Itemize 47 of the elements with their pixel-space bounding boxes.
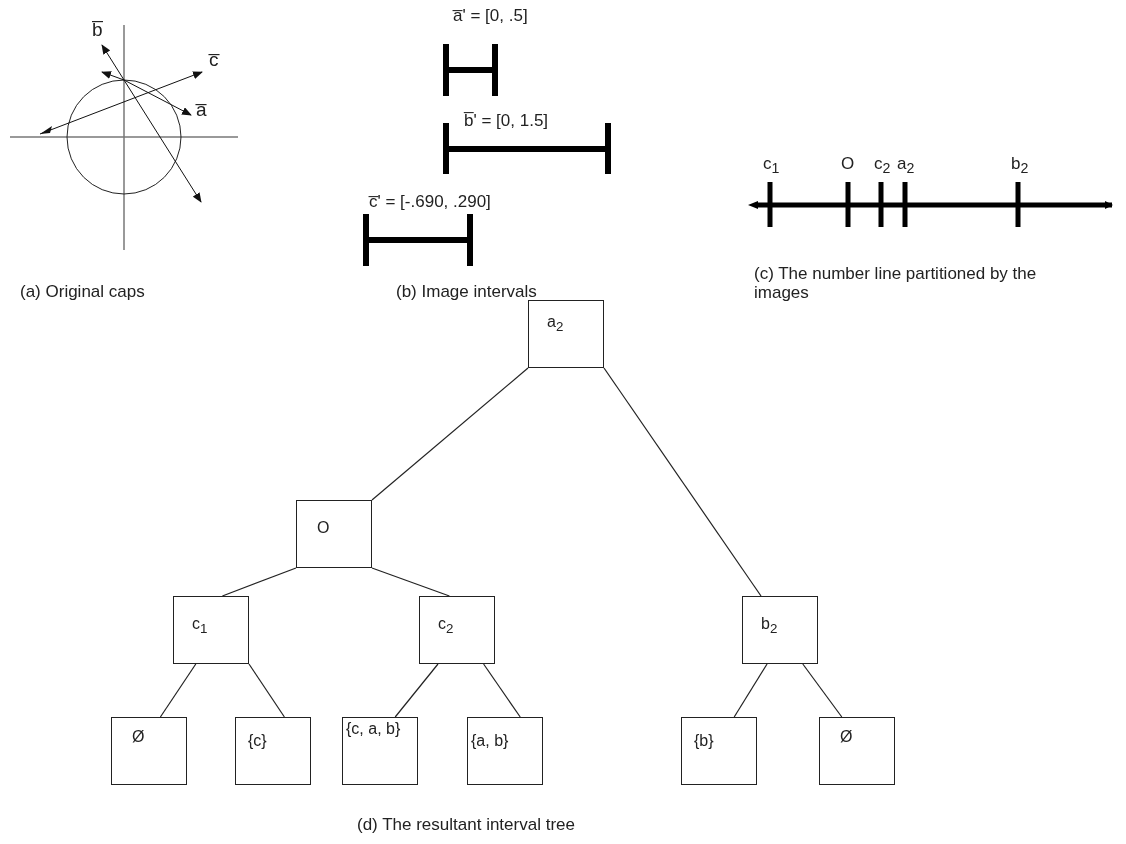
interval-label: c̅' = [-.690, .290] — [369, 193, 491, 212]
tick-label: b$_{2}$ — [1011, 155, 1029, 177]
tree-edge — [221, 567, 297, 597]
tree-node-box — [819, 717, 895, 785]
tree-node-box — [235, 717, 311, 785]
tree-node-box — [173, 596, 249, 664]
axis-label: a̅ — [196, 100, 207, 121]
tick-label: c$_{2}$ — [874, 155, 891, 177]
node-label: O — [317, 519, 330, 537]
caption: (d) The resultant interval tree — [357, 816, 575, 835]
tree-edge — [371, 367, 529, 501]
node-label: Ø — [132, 728, 145, 746]
tree-edge — [483, 663, 521, 718]
tree-node-box — [342, 717, 418, 785]
axis-label: b̅ — [92, 20, 103, 41]
node-label: {b} — [694, 732, 714, 750]
node-label: {c} — [248, 732, 267, 750]
tree-node-box — [111, 717, 187, 785]
axis-label: c̅ — [209, 50, 219, 71]
tree-node-box — [681, 717, 757, 785]
node-label: c$_{1}$ — [192, 615, 208, 637]
tree-edge — [603, 367, 762, 597]
tree-node-box — [296, 500, 372, 568]
tree-edge — [802, 663, 843, 718]
tree-node-box — [742, 596, 818, 664]
tree-edge — [394, 663, 439, 718]
tree-edge — [733, 663, 768, 718]
tree-edge — [159, 663, 197, 718]
tree-node-box — [419, 596, 495, 664]
panel-caption: (c) The number line partitioned by the images — [754, 265, 1038, 303]
interval-label: a̅' = [0, .5] — [453, 7, 528, 26]
node-label: b$_{2}$ — [761, 615, 778, 637]
panel-caption: (b) Image intervals — [396, 283, 537, 302]
node-label: {c, a, b} — [346, 720, 401, 738]
node-label: {a, b} — [471, 732, 509, 750]
node-label: Ø — [840, 728, 853, 746]
tree-edge — [248, 663, 285, 718]
tree-node-box — [528, 300, 604, 368]
tick-label: c$_{1}$ — [763, 155, 780, 177]
node-label: a$_{2}$ — [547, 313, 564, 335]
tick-label: a$_{2}$ — [897, 155, 915, 177]
node-label: c$_{2}$ — [438, 615, 454, 637]
tree-edge — [371, 567, 450, 597]
interval-label: b̅' = [0, 1.5] — [464, 112, 549, 131]
tick-label: O — [841, 155, 855, 174]
panel-caption: (a) Original caps — [20, 283, 145, 302]
tree-node-box — [467, 717, 543, 785]
